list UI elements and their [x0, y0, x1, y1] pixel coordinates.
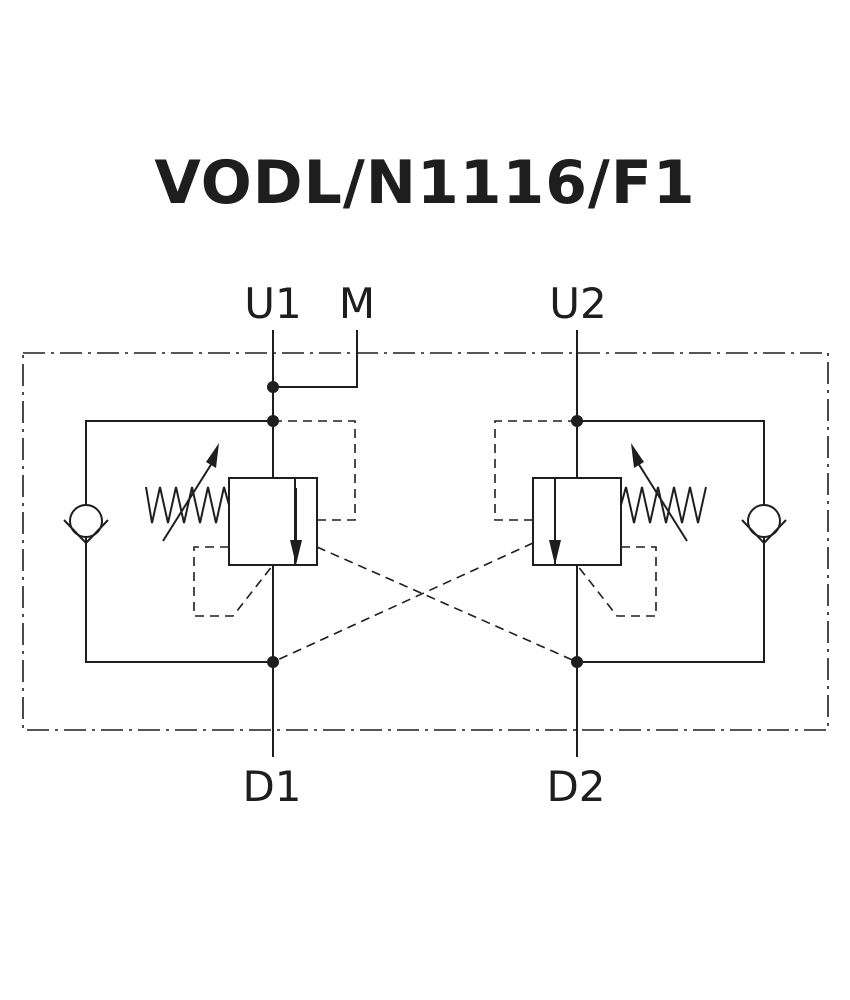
valve-body-outline [22, 352, 829, 731]
cross-pilot-line-2 [272, 542, 534, 663]
port-label-d2: D2 [546, 762, 605, 811]
adjustable-spring-left-icon [145, 443, 230, 542]
check-valve-left-icon [63, 504, 109, 545]
diagram-title: VODL/N1116/F1 [154, 148, 696, 218]
sequence-valve-left-icon [228, 477, 318, 566]
check-valve-right-icon [741, 504, 787, 545]
junction-dot [571, 415, 583, 427]
port-label-u1: U1 [244, 279, 301, 328]
sequence-valve-right-icon [532, 477, 622, 566]
gauge-port-line [273, 330, 358, 388]
port-label-m: M [339, 279, 375, 328]
port-label-d1: D1 [242, 762, 301, 811]
junction-dot [267, 415, 279, 427]
junction-dot [267, 656, 279, 668]
junction-dot [571, 656, 583, 668]
left-valve-circuit [63, 330, 358, 757]
adjustable-spring-right-icon [620, 443, 707, 542]
right-valve-circuit [494, 330, 787, 757]
cross-pilot-line-1 [316, 546, 578, 663]
junction-dot [267, 381, 279, 393]
port-label-u2: U2 [549, 279, 606, 328]
